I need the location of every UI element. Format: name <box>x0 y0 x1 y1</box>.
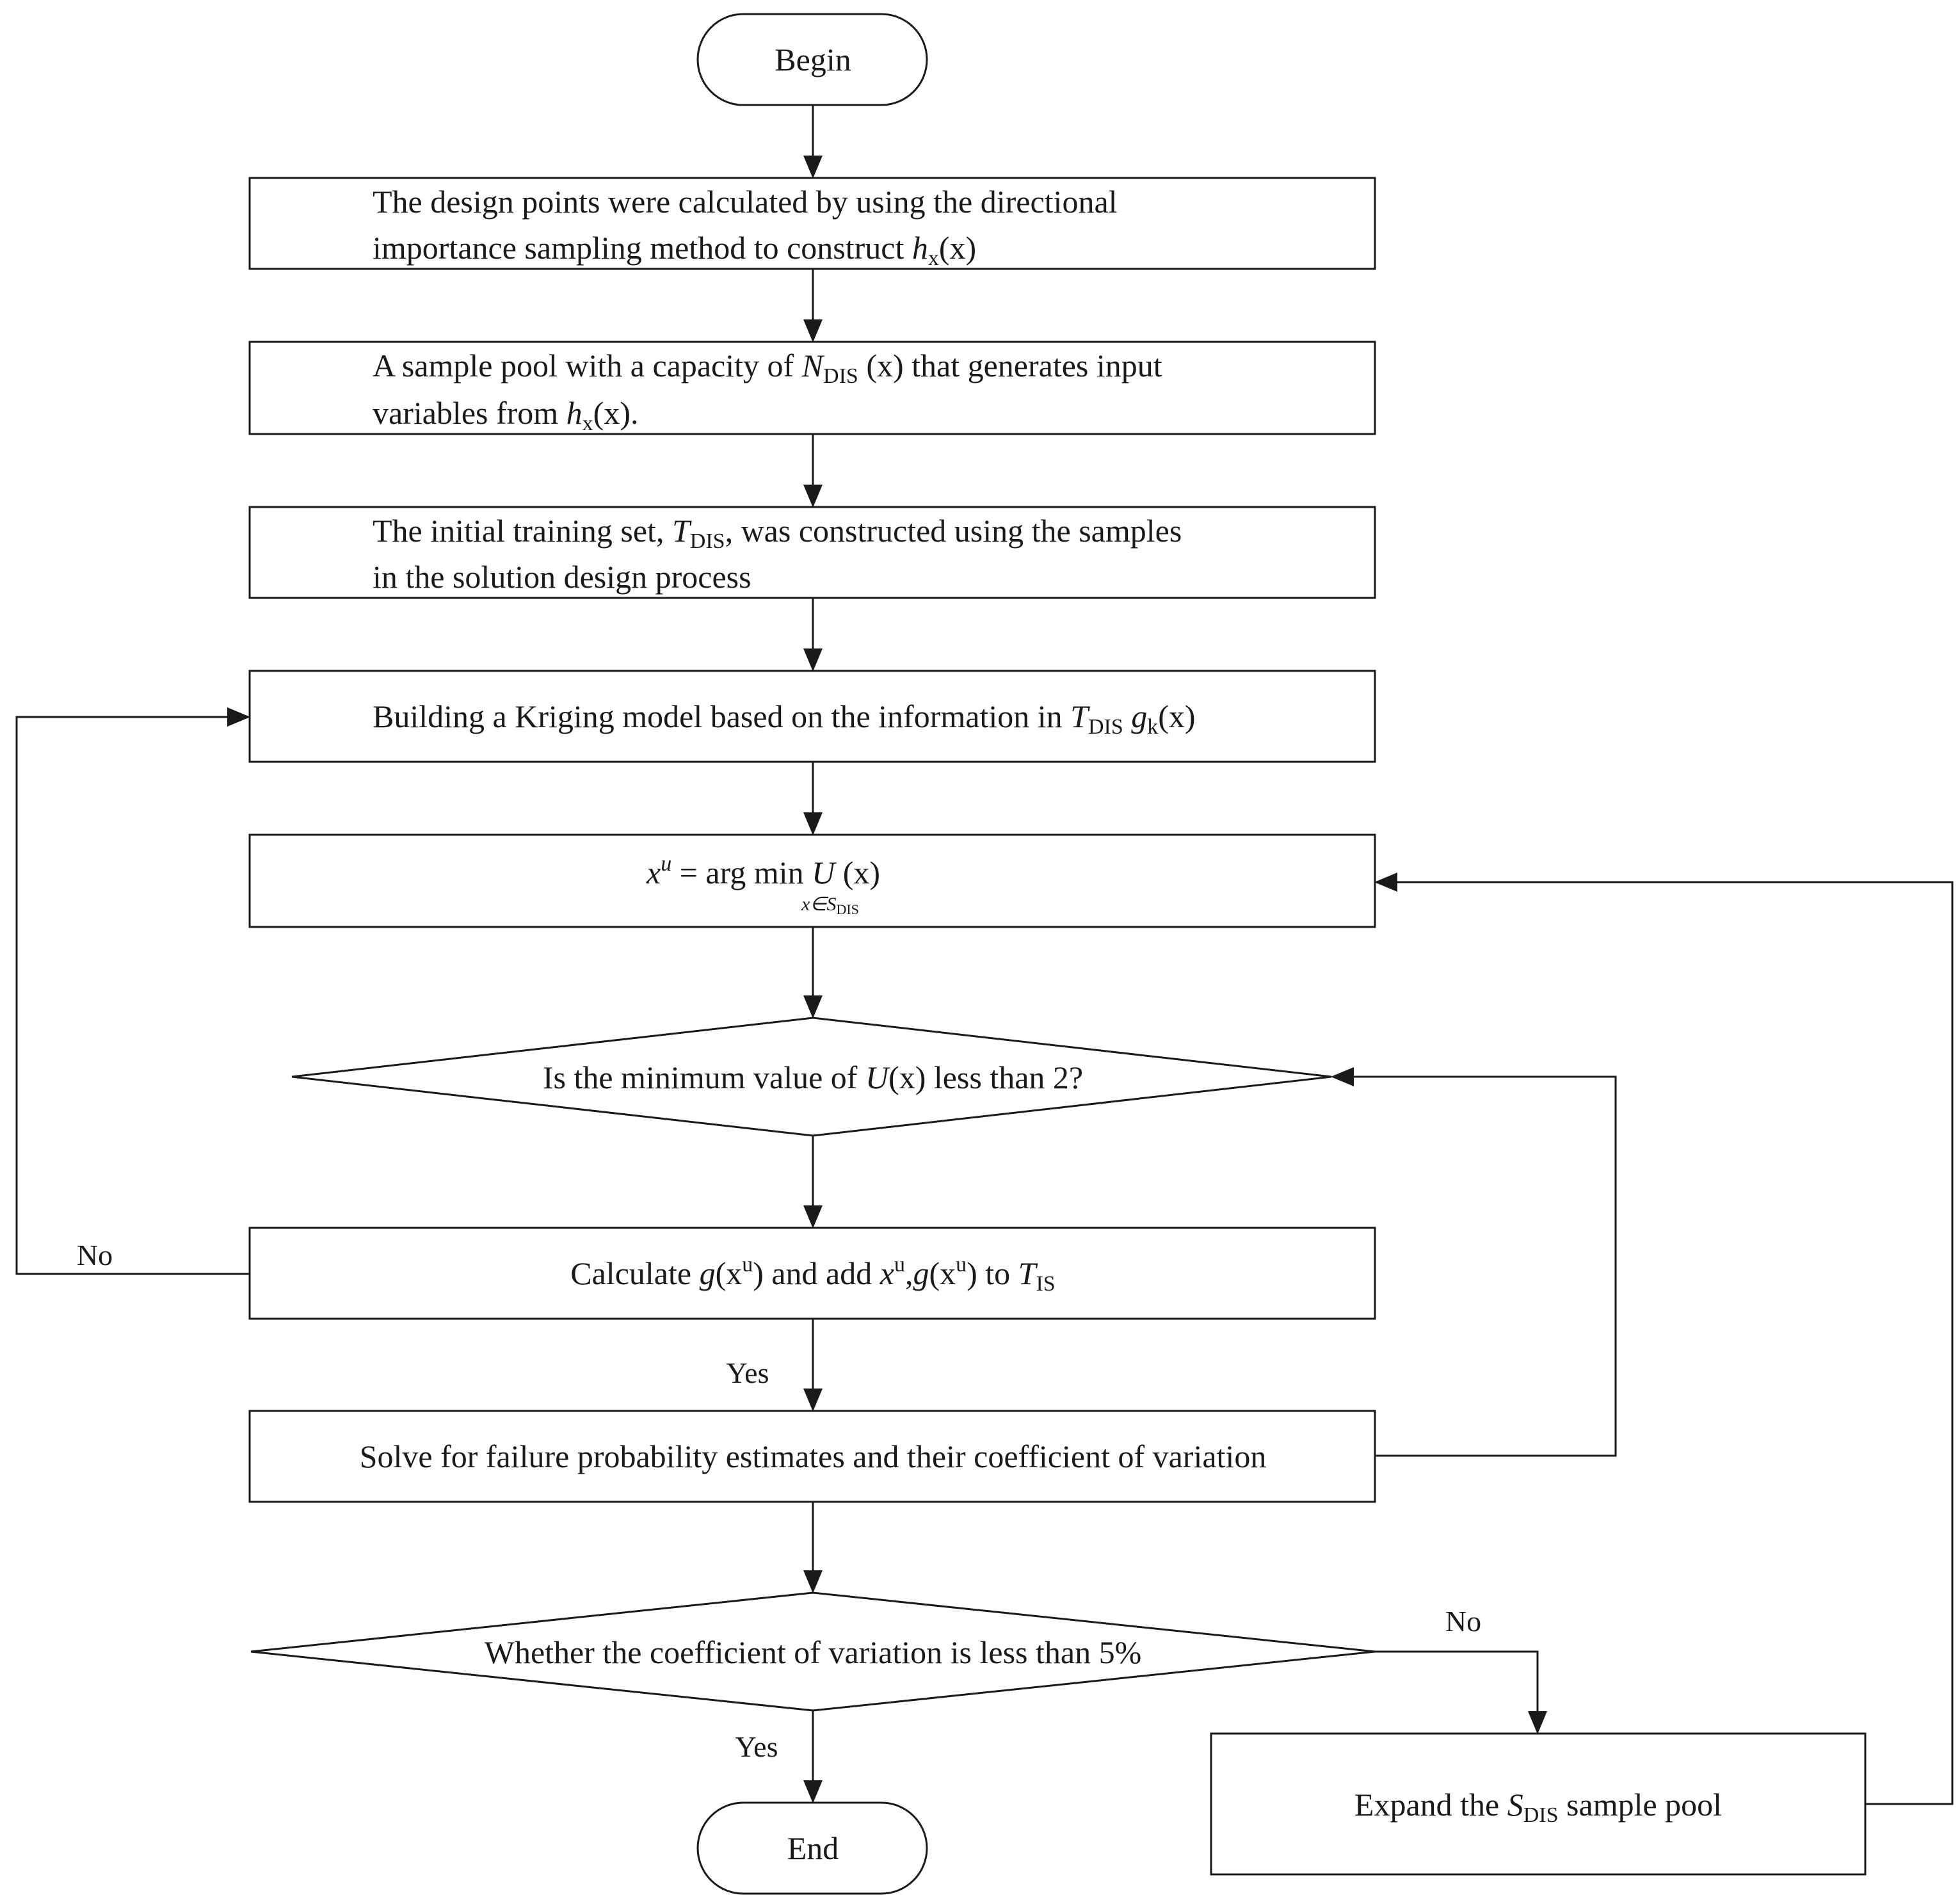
decision1-diamond <box>291 1017 1332 1137</box>
edge-step7-loop-decision1 <box>1331 1067 1617 1457</box>
step2-node: A sample pool with a capacity of NDIS (x… <box>248 341 1376 435</box>
edge-decision2-no-expand <box>1375 1650 1547 1734</box>
step7-node: Solve for failure probability estimates … <box>248 1410 1376 1503</box>
edge-label-yes-mid: Yes <box>727 1357 769 1389</box>
edges <box>15 105 1954 1805</box>
decision1-node: Is the minimum value of U(x) less than 2… <box>291 1017 1332 1137</box>
step2-line2: variables from hx(x). <box>373 395 638 435</box>
decision2-node: Whether the coefficient of variation is … <box>250 1591 1376 1712</box>
step5-formula: xu = arg min U (x) <box>646 852 880 890</box>
decision1-label: Is the minimum value of U(x) less than 2… <box>543 1059 1083 1095</box>
step6-label: Calculate g(xu) and add xu,g(xu) to TIS <box>570 1253 1055 1296</box>
step3-box <box>248 506 1376 599</box>
begin-label: Begin <box>775 42 851 77</box>
step4-node: Building a Kriging model based on the in… <box>248 670 1376 763</box>
step3-node: The initial training set, TDIS, was cons… <box>248 506 1376 599</box>
step6-node: Calculate g(xu) and add xu,g(xu) to TIS <box>248 1227 1376 1320</box>
step6-box <box>248 1227 1376 1320</box>
step1-line2: importance sampling method to construct … <box>373 230 976 270</box>
expand-label: Expand the SDIS sample pool <box>1354 1787 1722 1827</box>
step2-box <box>248 341 1376 435</box>
step5-node: xu = arg min U (x) x∈SDIS <box>248 833 1376 928</box>
edge-label-no-left: No <box>77 1239 113 1271</box>
expand-node: Expand the SDIS sample pool <box>1210 1732 1867 1876</box>
edge-label-yes-bottom: Yes <box>735 1730 778 1763</box>
step1-box <box>248 177 1376 270</box>
expand-box <box>1210 1732 1867 1876</box>
end-terminator <box>696 1801 928 1895</box>
decision2-label: Whether the coefficient of variation is … <box>485 1634 1142 1670</box>
begin-terminator <box>696 13 928 106</box>
end-node: End <box>696 1801 928 1895</box>
edge-step6-no-loop-step4 <box>15 707 250 1275</box>
step5-box <box>248 833 1376 928</box>
edge-expand-loop-step5 <box>1374 873 1954 1805</box>
step1-node: The design points were calculated by usi… <box>248 177 1376 270</box>
edge-label-no-right: No <box>1445 1605 1481 1638</box>
edge-labels: No Yes No Yes <box>77 1239 1481 1763</box>
step3-line2: in the solution design process <box>373 559 751 595</box>
step7-label: Solve for failure probability estimates … <box>360 1438 1267 1474</box>
step4-label: Building a Kriging model based on the in… <box>373 698 1196 739</box>
step2-line1: A sample pool with a capacity of NDIS (x… <box>373 348 1162 388</box>
step3-line1: The initial training set, TDIS, was cons… <box>373 513 1182 553</box>
step5-argmin-subscript: x∈SDIS <box>801 894 859 917</box>
step1-line1: The design points were calculated by usi… <box>373 184 1118 220</box>
decision2-diamond <box>250 1591 1376 1712</box>
step4-box <box>248 670 1376 763</box>
step7-box <box>248 1410 1376 1503</box>
end-label: End <box>787 1830 839 1866</box>
begin-node: Begin <box>696 13 928 106</box>
